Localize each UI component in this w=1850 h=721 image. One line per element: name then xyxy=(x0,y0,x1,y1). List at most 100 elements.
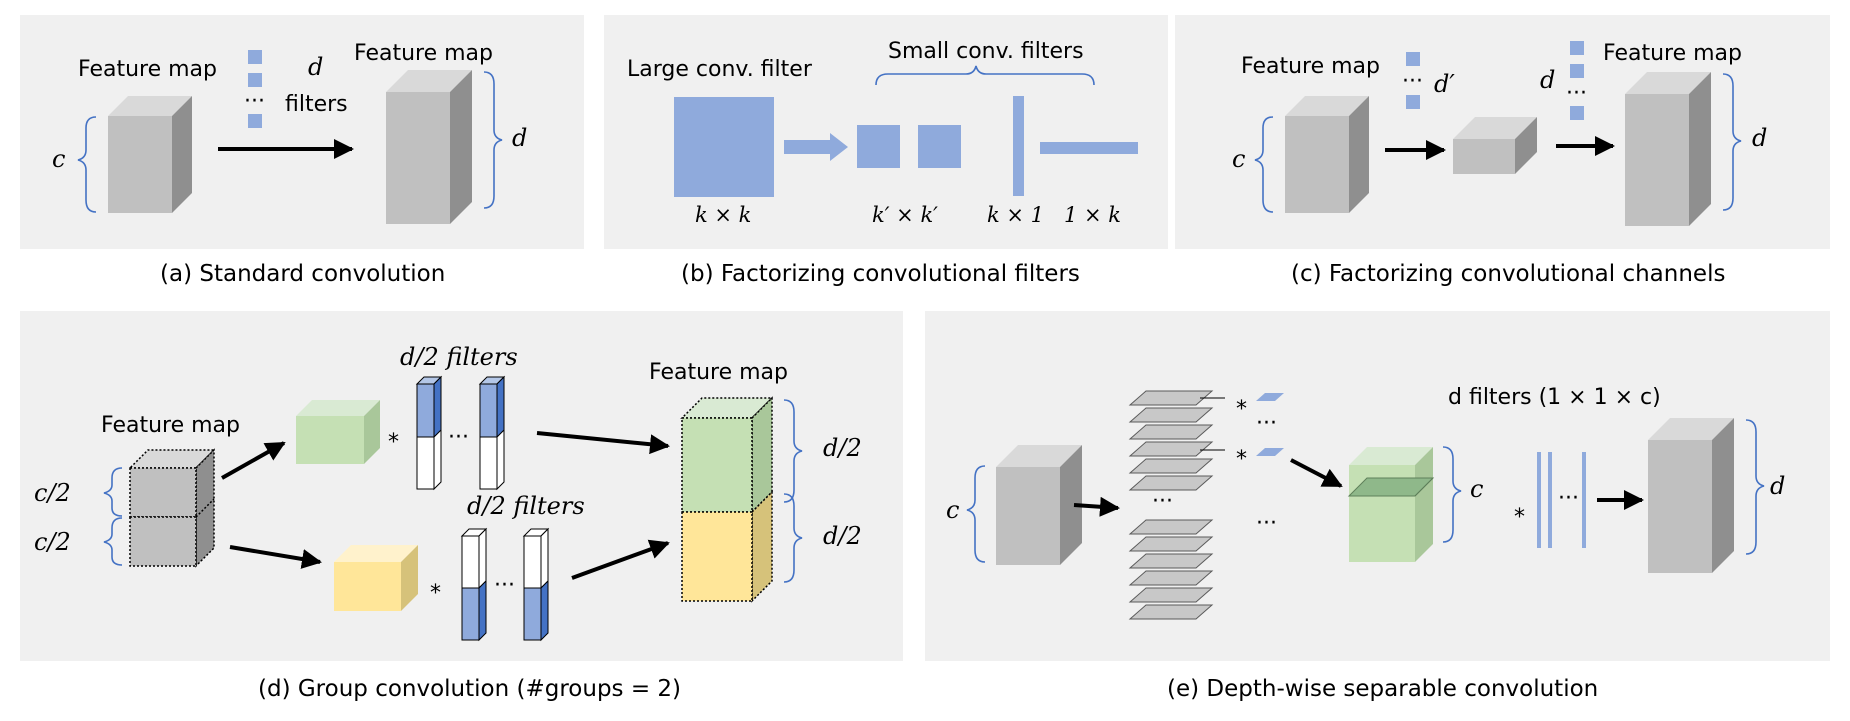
panel-e-input-cube xyxy=(996,445,1082,565)
panel-c-input-label: Feature map xyxy=(1241,54,1380,79)
ellipsis: ··· xyxy=(244,89,265,114)
panel-e-pointwise-label: d filters (1 × 1 × c) xyxy=(1448,385,1661,410)
panel-e-brace-mid xyxy=(1442,446,1462,543)
filter-square xyxy=(1406,52,1420,66)
panel-e-channels-out: d xyxy=(1770,472,1785,500)
panel-b-large-size: k × k xyxy=(695,203,751,227)
panel-b-large-label: Large conv. filter xyxy=(627,57,813,82)
panel-e-brace-c xyxy=(966,465,986,563)
filter-square xyxy=(248,114,262,128)
panel-d-filter-top-2 xyxy=(478,375,506,491)
ellipsis: ··· xyxy=(494,573,515,598)
panel-b-small-filter-2 xyxy=(918,125,961,168)
panel-b-caption: (b) Factorizing convolutional filters xyxy=(681,261,1080,287)
panel-d-output-label: Feature map xyxy=(649,360,788,385)
ellipsis: ··· xyxy=(1566,81,1587,106)
panel-d-star-bottom: * xyxy=(430,581,441,606)
panel-e-output-cube xyxy=(1648,418,1734,573)
panel-e-star-1: * xyxy=(1236,397,1247,422)
panel-a-input-label: Feature map xyxy=(78,57,217,82)
panel-c: Feature map c ··· d′ ··· d Feature map xyxy=(1232,41,1767,226)
panel-b-small-filter-1 xyxy=(857,125,900,168)
ellipsis: ··· xyxy=(1152,489,1173,514)
panel-c-output-label: Feature map xyxy=(1603,41,1742,66)
panel-e: c ··· * * ··· ··· xyxy=(946,385,1785,620)
panel-d-input-cube xyxy=(128,448,216,568)
panel-c-channels-out: d xyxy=(1752,124,1767,152)
filter-square xyxy=(1570,106,1584,120)
panel-c-mid-filter-stack: ··· xyxy=(1402,52,1423,109)
panel-e-star-2: * xyxy=(1236,447,1247,472)
panel-a-output-label: Feature map xyxy=(354,41,493,66)
panel-e-depth-filter-1 xyxy=(1256,393,1284,401)
panel-b-brace xyxy=(875,65,1095,86)
panel-e-caption: (e) Depth-wise separable convolution xyxy=(1167,676,1598,702)
filter-square xyxy=(1570,41,1584,55)
panel-c-mid-filters: d′ xyxy=(1434,70,1455,98)
panel-a-filters-word: filters xyxy=(285,92,348,117)
panel-d-group-in-top: c/2 xyxy=(34,479,71,507)
panel-b-vertical-filter xyxy=(1013,96,1024,196)
panel-e-brace-d xyxy=(1745,419,1765,555)
panel-d-filter-bottom-1 xyxy=(460,527,488,642)
panel-d-brace-in-top xyxy=(103,467,123,517)
panel-d-filter-bottom-2 xyxy=(522,527,550,642)
panel-d-green-cube xyxy=(296,400,380,464)
panel-c-caption: (c) Factorizing convolutional channels xyxy=(1291,261,1725,287)
panel-b-small-size: k′ × k′ xyxy=(872,203,938,227)
panel-a: Feature map c ··· d filters Feature map … xyxy=(52,41,527,224)
panel-d: Feature map c/2 c/2 * * d/2 filters xyxy=(34,343,862,642)
panel-a-background xyxy=(20,15,584,249)
panel-b-arrow xyxy=(784,133,848,161)
panel-c-brace-d xyxy=(1722,73,1742,211)
ellipsis: ··· xyxy=(448,425,469,450)
panel-c-input-cube xyxy=(1285,96,1369,213)
panel-d-group-in-bottom: c/2 xyxy=(34,528,71,556)
panel-c-output-cube xyxy=(1625,72,1711,226)
panel-e-depth-filter-2 xyxy=(1256,448,1284,456)
panel-b-horiz-size: 1 × k xyxy=(1064,203,1121,227)
panel-e-arrow-1 xyxy=(1073,496,1120,517)
panel-d-filters-top: d/2 filters xyxy=(400,343,518,371)
panel-e-star-3: * xyxy=(1514,505,1525,530)
panel-a-channels-out: d xyxy=(512,124,527,152)
ellipsis: ··· xyxy=(1558,486,1579,511)
panel-a-filter-count: d xyxy=(308,53,323,81)
panel-d-brace-out-top xyxy=(783,399,803,503)
ellipsis: ··· xyxy=(1402,69,1423,94)
filter-square xyxy=(248,50,262,64)
panel-d-brace-out-bottom xyxy=(783,493,803,583)
panel-b-horizontal-filter xyxy=(1040,142,1138,154)
panel-e-channels-in: c xyxy=(946,496,959,524)
panel-d-caption: (d) Group convolution (#groups = 2) xyxy=(258,676,681,702)
panel-e-slice-stack-top xyxy=(1128,390,1214,491)
panel-c-out-filters: d xyxy=(1540,66,1555,94)
panel-c-brace-c xyxy=(1254,116,1274,213)
panel-e-mid-channels: c xyxy=(1470,475,1483,503)
panel-d-star-top: * xyxy=(388,430,399,455)
panel-d-brace-in-bottom xyxy=(103,517,123,566)
panel-d-arrow-out-bottom xyxy=(571,539,670,580)
panel-d-output-cube xyxy=(680,396,774,603)
panel-d-arrow-bottom xyxy=(229,545,322,569)
panel-e-slice-stack-bottom xyxy=(1128,519,1214,620)
panel-a-brace-d xyxy=(483,71,503,209)
panel-a-output-cube xyxy=(386,70,472,224)
panel-b-vert-size: k × 1 xyxy=(987,203,1044,227)
ellipsis: ··· xyxy=(1256,411,1277,436)
panel-d-arrow-top xyxy=(221,441,286,480)
panel-d-group-out-top: d/2 xyxy=(823,434,862,462)
panel-d-yellow-cube xyxy=(334,545,418,611)
panel-b: Large conv. filter Small conv. filters k… xyxy=(627,39,1138,227)
ellipsis: ··· xyxy=(1256,511,1277,536)
filter-square xyxy=(1570,64,1584,78)
panel-c-out-filter-stack: ··· xyxy=(1566,41,1587,120)
panel-a-caption: (a) Standard convolution xyxy=(160,261,445,287)
panel-d-filters-bottom: d/2 filters xyxy=(467,492,585,520)
panel-a-input-cube xyxy=(108,96,192,213)
panel-a-brace-c xyxy=(77,116,97,213)
panel-e-green-cube xyxy=(1347,447,1435,562)
panel-d-group-out-bottom: d/2 xyxy=(823,522,862,550)
filter-square xyxy=(1406,95,1420,109)
panel-b-small-label: Small conv. filters xyxy=(888,39,1084,64)
